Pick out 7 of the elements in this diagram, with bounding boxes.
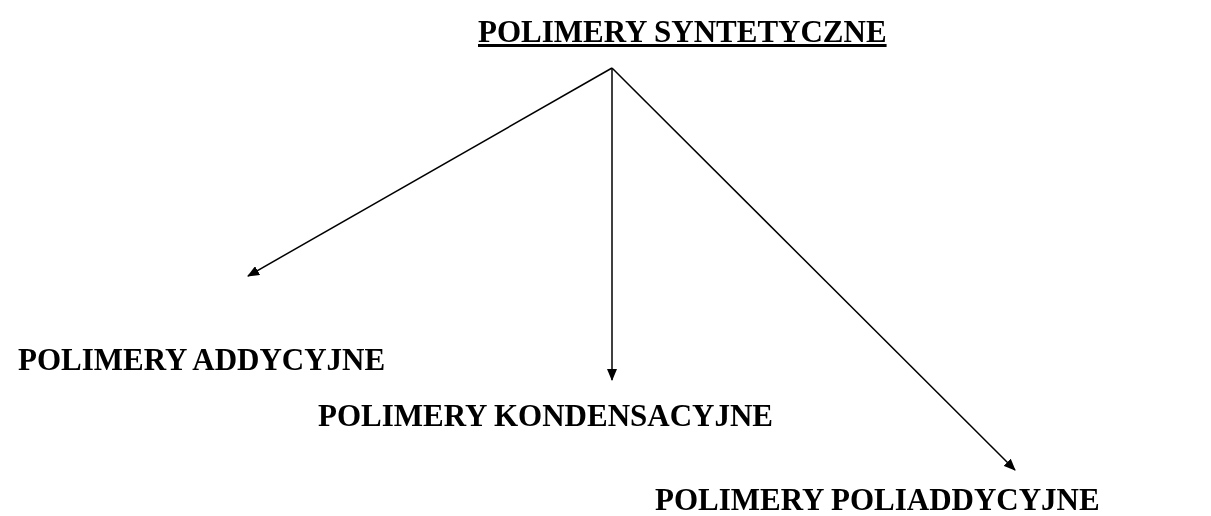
arrow [611,67,1016,471]
heading: POLIMERY SYNTETYCZNE [478,14,887,50]
category-label: POLIMERY KONDENSACYJNE [318,398,774,434]
category-label: POLIMERY ADDYCYJNE [18,342,386,378]
arrow [247,67,613,277]
arrow [607,67,617,381]
category-label: POLIMERY POLIADDYCYJNE [655,482,1100,516]
